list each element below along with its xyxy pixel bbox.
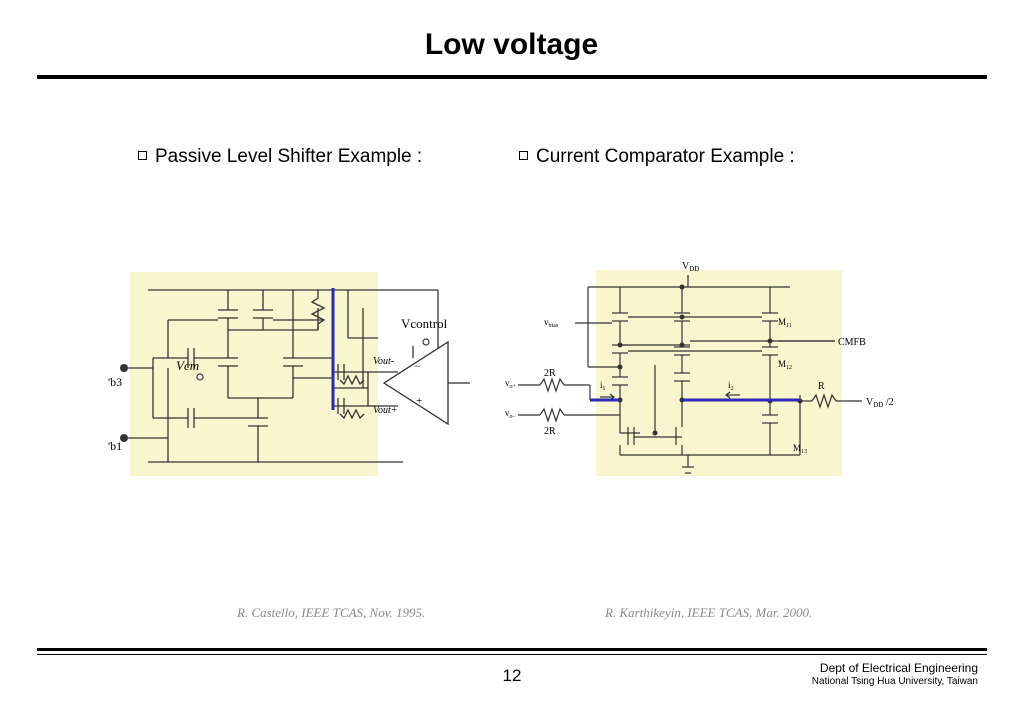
footer-divider-thin: [37, 654, 987, 655]
footer-university: National Tsing Hua University, Taiwan: [811, 676, 978, 687]
m12-label: M12: [778, 359, 792, 371]
vo-plus-label: vo+: [505, 378, 517, 390]
checkbox-bullet-icon: [519, 151, 528, 160]
vcontrol-label: Vcontrol: [401, 316, 448, 331]
vout-minus-label: Vout-: [373, 356, 394, 367]
m13-label: M13: [793, 443, 807, 455]
amp-plus-sign: +: [416, 395, 422, 407]
cmfb-label: CMFB: [838, 337, 866, 348]
vcm-terminal-icon: [196, 373, 204, 381]
title-divider: [37, 75, 987, 79]
passive-level-shifter-schematic: Vcontrol Vcm Vout- Vout+ − + 'b3 'b1: [108, 272, 470, 476]
i1-label: i1: [600, 380, 606, 392]
resistor-r-label: R: [818, 381, 825, 392]
vbias-label: vbias: [544, 317, 559, 329]
vb1-terminal-icon: [120, 434, 128, 442]
checkbox-bullet-icon: [138, 151, 147, 160]
schematic-background: [130, 272, 378, 476]
amp-minus-sign: −: [414, 359, 421, 373]
left-heading-text: Passive Level Shifter Example :: [155, 146, 423, 167]
vdd-half-label: VDD /2: [866, 397, 894, 409]
schematic-background: [596, 270, 842, 476]
right-citation: R. Karthikeyin, IEEE TCAS, Mar. 2000.: [605, 605, 813, 620]
page-number: 12: [502, 666, 522, 685]
vcontrol-terminal-icon: [422, 338, 430, 346]
footer-divider: [37, 648, 987, 651]
right-example-heading: Current Comparator Example :: [519, 146, 795, 168]
vo-minus-label: vo−: [505, 408, 517, 420]
left-citation: R. Castello, IEEE TCAS, Nov. 1995.: [237, 605, 426, 620]
m11-label: M11: [778, 317, 792, 329]
vb3-label: 'b3: [108, 375, 122, 389]
footer-department: Dept of Electrical Engineering: [819, 661, 978, 675]
resistor-2r-bottom-label: 2R: [544, 426, 556, 437]
vdd-label: VDD: [682, 261, 699, 273]
slide-title: Low voltage: [424, 28, 599, 61]
vb1-label: 'b1: [108, 439, 122, 453]
vout-plus-label: Vout+: [373, 405, 398, 416]
vb3-terminal-icon: [120, 364, 128, 372]
resistor-2r-top-label: 2R: [544, 368, 556, 379]
i2-label: i2: [728, 380, 734, 392]
current-comparator-schematic: VDD vbias M11 M12 M13 CMFB 2R 2R R vo+ v…: [505, 261, 894, 476]
vcm-label: Vcm: [176, 358, 199, 373]
right-heading-text: Current Comparator Example :: [536, 146, 795, 167]
left-example-heading: Passive Level Shifter Example :: [138, 146, 422, 168]
